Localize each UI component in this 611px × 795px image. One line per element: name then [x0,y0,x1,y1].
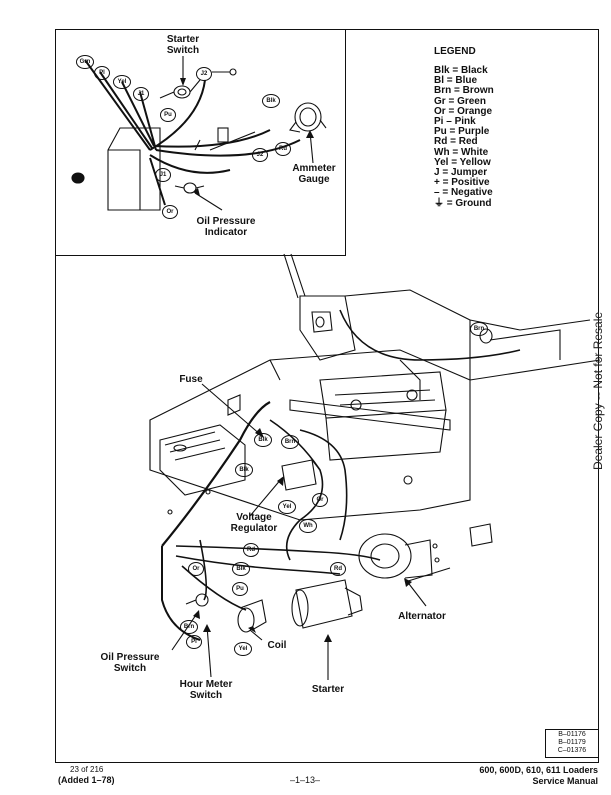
inset-wire-tag: J2 [196,67,212,81]
main-wire-tag: Or [312,493,328,507]
legend-item: Wh = White [434,146,489,158]
added-note: (Added 1–78) [58,775,115,785]
legend-item: Blk = Black [434,65,488,76]
starter-switch-label: Starter Switch [166,34,200,56]
main-wire-tag: Rd [243,543,259,557]
figure-ref: B–01179 [558,739,586,746]
legend-item: Pi – Pink [434,116,476,128]
model-line: 600, 600D, 610, 611 Loaders [479,765,598,775]
page-number: –1–13– [290,775,321,785]
inset-wire-tag: Yel [113,75,131,89]
legend-item: J = Jumper [434,167,488,179]
legend-item: Bl = Blue [434,75,478,87]
legend-item: Pu = Purple [434,126,490,138]
inset-wire-tag: J2 [252,148,268,162]
figure-ref: B–01176 [558,731,586,738]
legend-item: – = Negative [434,187,493,199]
main-wire-tag: Yel [234,642,252,656]
legend-item: ⏚ = Ground [434,197,492,209]
legend-title: LEGEND [434,46,476,57]
inset-wire-tag: Pu [160,108,176,122]
legend-item: Brn = Brown [434,85,494,97]
legend-item: + = Positive [434,177,490,189]
inset-wire-tag: Or [162,205,178,219]
fuse-label: Fuse [179,374,203,385]
main-wire-tag: Rd [330,562,346,576]
legend-item: Gr = Green [434,95,486,107]
oil-pressure-indicator-label: Oil Pressure Indicator [196,216,256,238]
main-wire-tag: Blk [232,562,250,576]
main-wire-tag: Brn [180,620,198,634]
inset-wire-tag: J1 [155,168,171,182]
figure-reference-box: B–01176 B–01179 C–01376 [545,729,599,758]
legend-item: Yel = Yellow [434,156,491,168]
inset-frame [55,29,346,256]
ammeter-gauge-label: Ammeter Gauge [292,163,336,185]
main-wire-tag: Brn [470,322,488,336]
inset-wire-tag: Rd [275,142,291,156]
inset-wire-tag: Pl [94,66,110,80]
coil-label: Coil [267,640,287,651]
figure-ref: C–01376 [557,747,587,754]
main-wire-tag: Brn [281,435,299,449]
main-wire-tag: Blk [235,463,253,477]
main-wire-tag: Or [188,562,204,576]
main-wire-tag: Pu [232,582,248,596]
legend-list: Blk = Black Bl = Blue Brn = Brown Gr = G… [434,65,494,209]
main-wire-tag: Wh [299,519,317,533]
voltage-regulator-label: Voltage Regulator [230,512,278,534]
inset-wire-tag: Grn [76,55,94,69]
hour-meter-switch-label: Hour Meter Switch [179,679,233,701]
watermark: Dealer Copy -- Not for Resale [591,311,605,470]
inset-wire-tag: J1 [133,87,149,101]
manual-title: Service Manual [532,776,598,786]
legend-item: Rd = Red [434,136,478,148]
main-wire-tag: Blk [254,433,272,447]
main-wire-tag: Pi [186,635,202,649]
starter-label: Starter [311,684,345,695]
page-counter: 23 of 216 [70,765,104,774]
alternator-label: Alternator [398,611,446,622]
legend-item: Or = Orange [434,105,493,117]
inset-wire-tag: Blk [262,94,280,108]
oil-pressure-switch-label: Oil Pressure Switch [100,652,160,674]
main-wire-tag: Yel [278,500,296,514]
